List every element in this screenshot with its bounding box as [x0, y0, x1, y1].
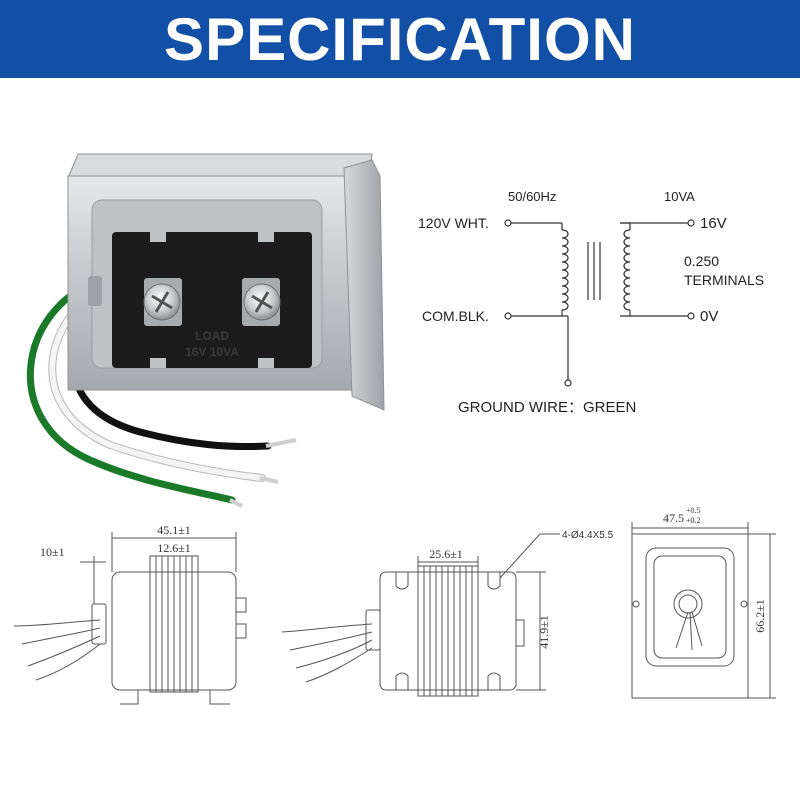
ground-wire-label: GROUND WIRE：GREEN [458, 399, 636, 416]
secondary-coil [623, 229, 631, 311]
rating-label: 10VA [664, 189, 695, 204]
terminals-label: TERMINALS [684, 272, 764, 288]
front-core-dimension: 12.6±1 [157, 541, 191, 555]
top-view-drawing [631, 522, 776, 699]
terminal-0v [687, 312, 695, 320]
front-width-dimension: 45.1±1 [157, 523, 191, 537]
top-height-dimension: 66.2±1 [753, 599, 767, 633]
wiring-schematic: 50/60Hz 10VA [504, 189, 695, 387]
side-height-dimension: 41.9±1 [537, 615, 551, 649]
terminals-size-label: 0.250 [684, 253, 719, 269]
mounting-holes-label: 4-Ø4.4X5.5 [562, 530, 614, 541]
side-view-drawing [281, 533, 560, 697]
side-core-dimension: 25.6±1 [429, 547, 463, 561]
terminal-120v [504, 219, 512, 227]
terminal-com [504, 312, 512, 320]
banner-title: SPECIFICATION [164, 6, 636, 73]
output-16v-label: 16V [700, 215, 727, 232]
top-width-tol-upper: +0.5 [686, 506, 701, 515]
terminal-screw-right [242, 278, 281, 326]
input-common-label: COM.BLK. [422, 308, 489, 324]
terminal-board [112, 232, 312, 368]
front-view-drawing [13, 532, 247, 705]
output-0v-label: 0V [700, 308, 718, 325]
terminal-screw-left [143, 278, 182, 326]
front-lead-dimension: 10±1 [40, 545, 65, 559]
input-hot-label: 120V WHT. [418, 215, 489, 231]
board-label-line1: LOAD [195, 329, 229, 343]
top-base-plate [631, 533, 749, 699]
transformer-photo: LOAD 16V 10VA [26, 153, 385, 508]
top-width-dimension: 47.5 +0.5 +0.2 [663, 506, 701, 525]
mounting-bracket [343, 159, 385, 411]
terminal-ground [564, 379, 572, 387]
top-width-base: 47.5 [663, 511, 684, 525]
top-grommet [673, 589, 703, 619]
frequency-label: 50/60Hz [508, 189, 556, 204]
terminal-16v [687, 219, 695, 227]
specification-banner [0, 0, 800, 78]
top-width-tol-lower: +0.2 [686, 516, 701, 525]
board-label-line2: 16V 10VA [185, 345, 239, 359]
primary-coil [561, 229, 569, 311]
